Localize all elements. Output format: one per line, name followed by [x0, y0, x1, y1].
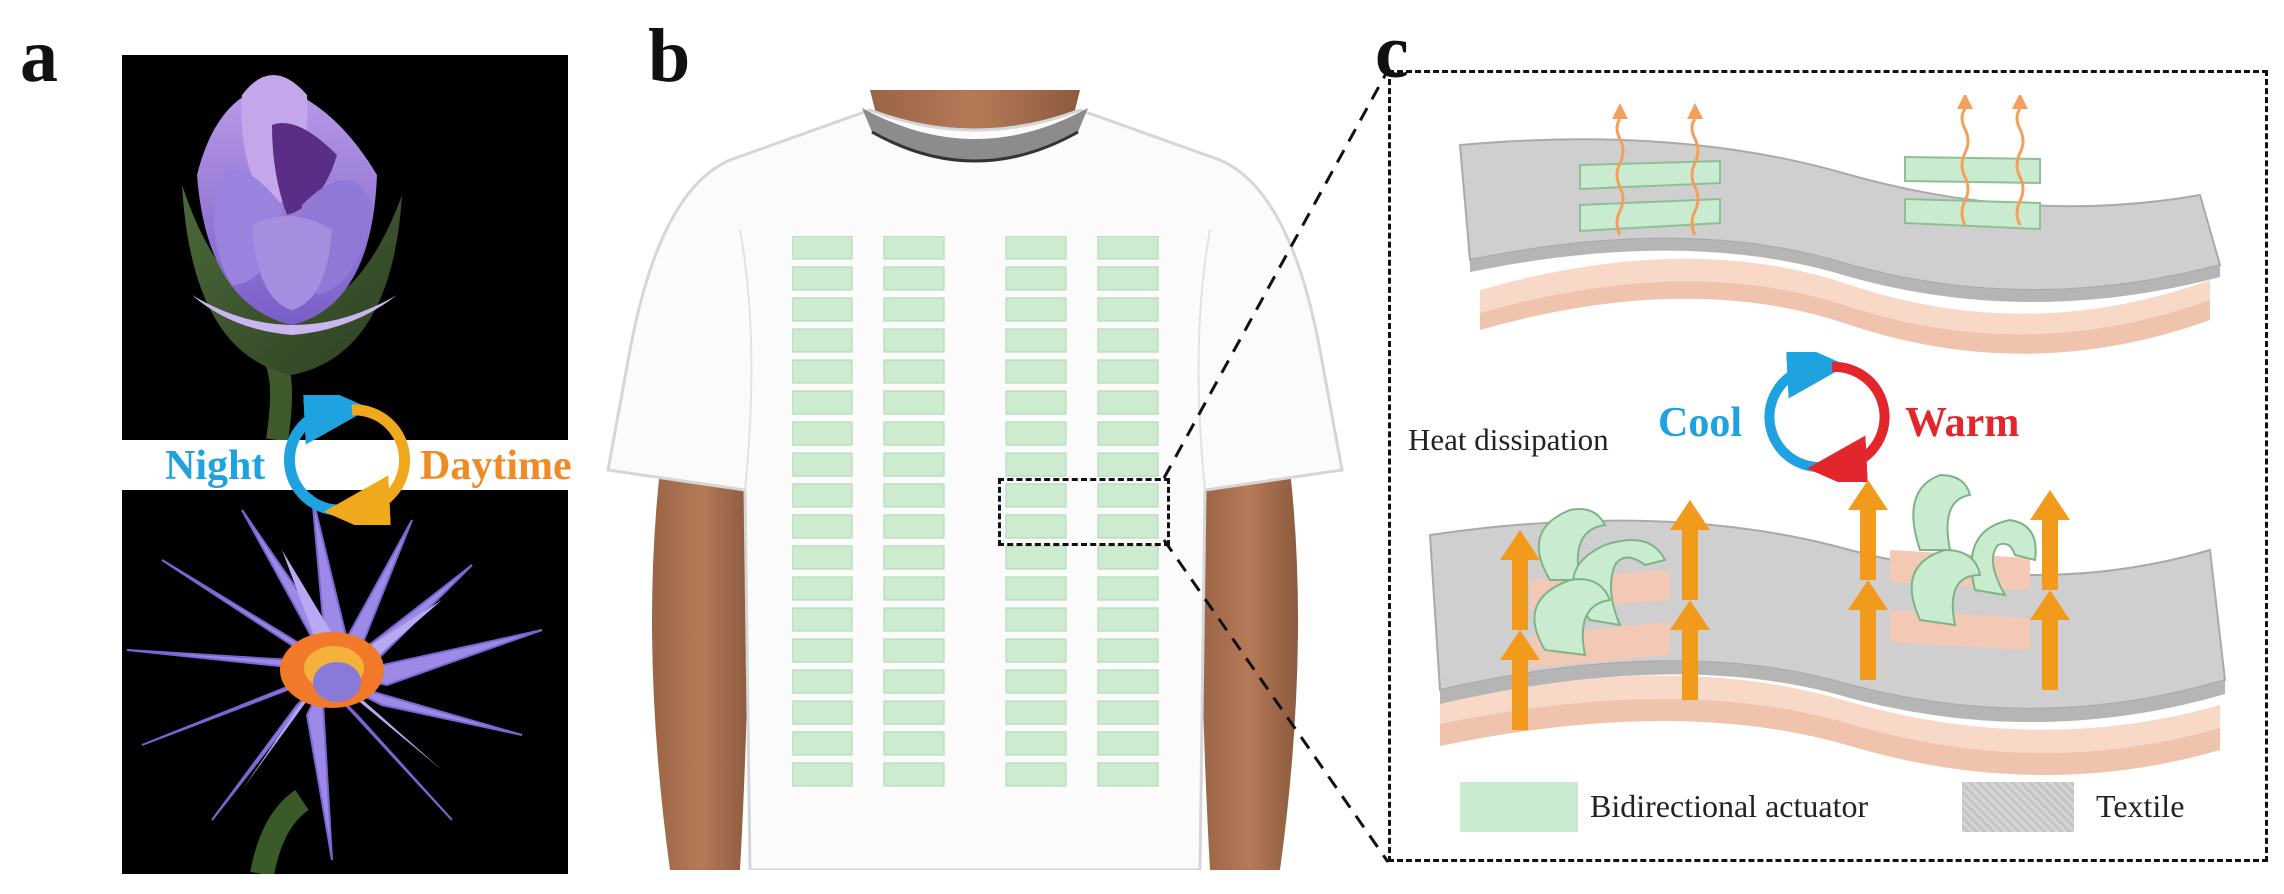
panel-letter-a: a — [20, 14, 58, 98]
fabric-curled-state — [1420, 450, 2240, 780]
heat-dissipation-label: Heat dissipation — [1408, 422, 1609, 457]
actuator-grid — [792, 236, 1162, 792]
warm-label: Warm — [1905, 400, 2020, 446]
lotus-bloom-photo — [122, 490, 568, 874]
lotus-bud-photo — [122, 55, 568, 440]
fabric-flat-state — [1430, 95, 2230, 355]
legend-actuator-swatch — [1460, 782, 1578, 832]
zoom-region-box — [998, 478, 1170, 546]
cool-label: Cool — [1658, 400, 1742, 446]
cool-warm-cycle-icon — [1762, 352, 1892, 482]
legend-textile-swatch — [1962, 782, 2074, 832]
night-label: Night — [165, 443, 266, 489]
day-night-cycle-icon — [282, 395, 412, 525]
detail-panel-frame — [1388, 70, 2268, 862]
panel-letter-b: b — [648, 14, 691, 98]
daytime-label: Daytime — [420, 443, 572, 489]
legend-textile-label: Textile — [2096, 788, 2185, 824]
legend-actuator-label: Bidirectional actuator — [1590, 788, 1869, 824]
